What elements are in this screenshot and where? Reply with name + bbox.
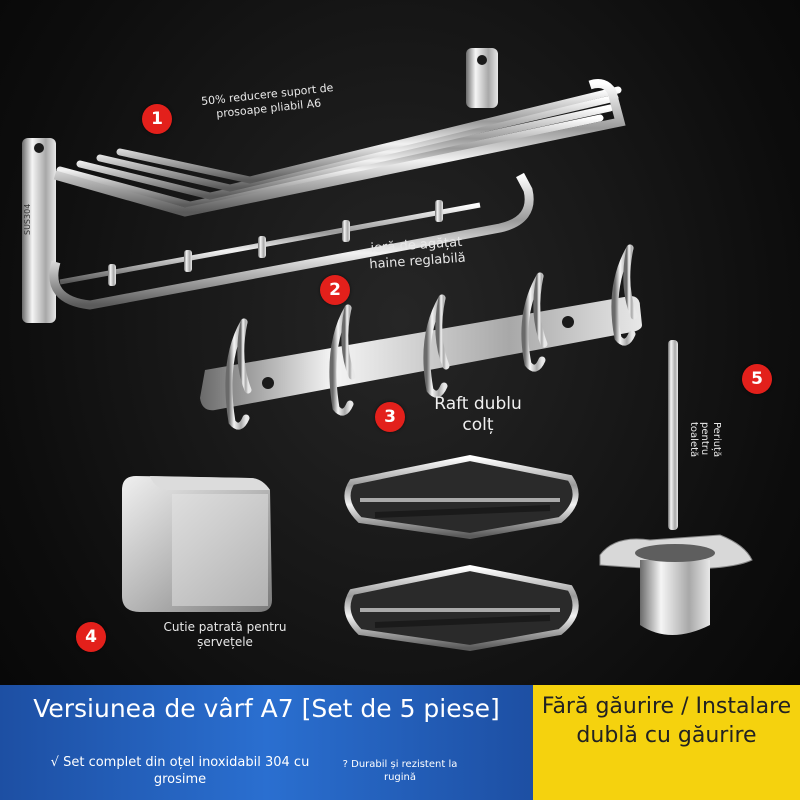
label-corner-shelf: Raft dublu colț xyxy=(434,394,522,436)
badge-5: 5 xyxy=(742,364,772,394)
footer-note-rust: ? Durabil și rezistent la rugină xyxy=(342,759,458,783)
badge-1: 1 xyxy=(142,104,172,134)
coat-hook-rail xyxy=(200,244,642,430)
corner-shelf xyxy=(344,454,579,652)
label-toilet-brush: Periuță pentru toaletă xyxy=(688,422,722,458)
tissue-box xyxy=(122,476,272,612)
toilet-brush xyxy=(599,340,753,635)
towel-rack: SUS304 xyxy=(22,48,626,323)
product-photo: SUS304 xyxy=(22,48,753,652)
badge-4: 4 xyxy=(76,622,106,652)
footer-banner-yellow xyxy=(533,685,800,800)
rack-stamp: SUS304 xyxy=(23,204,32,235)
footer-install-text: Fără găurire / Instalare dublă cu găurir… xyxy=(541,694,792,748)
footer-banner-blue xyxy=(0,685,533,800)
label-tissue-box: Cutie patrată pentru șervețele xyxy=(163,620,287,649)
badge-2: 2 xyxy=(320,275,350,305)
badge-3: 3 xyxy=(375,402,405,432)
footer-note-material: √ Set complet din oțel inoxidabil 304 cu… xyxy=(50,755,310,787)
footer-title: Versiunea de vârf A7 [Set de 5 piese] xyxy=(33,694,500,723)
